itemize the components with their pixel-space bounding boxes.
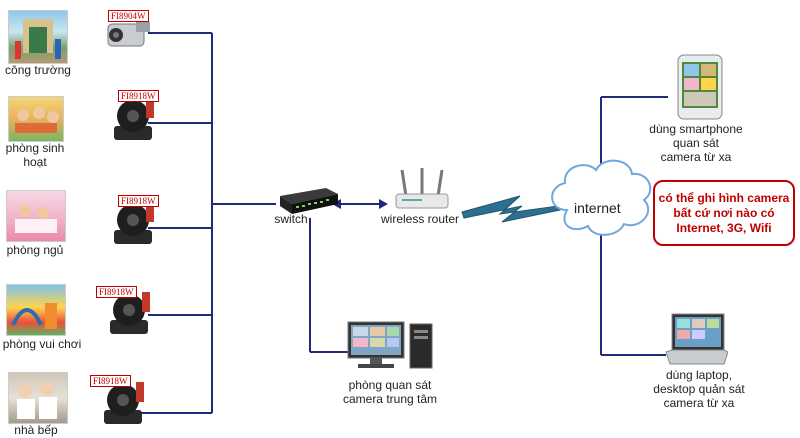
monitor-room-label: phòng quan sát camera trung tâm xyxy=(342,378,438,406)
network-switch-icon xyxy=(276,186,340,221)
router-label: wireless router xyxy=(380,212,460,226)
laptop-icon xyxy=(664,312,729,373)
camera-model-tag: FI8918W xyxy=(90,375,131,387)
smartphone-icon xyxy=(676,54,724,125)
ptz-camera-icon xyxy=(110,96,156,147)
location-label: phòng ngủ xyxy=(6,243,64,257)
photo-construction-site xyxy=(8,10,68,64)
recording-callout: có thể ghi hình camera bất cứ nơi nào có… xyxy=(653,180,795,246)
switch-label: switch xyxy=(274,212,308,226)
internet-label: internet xyxy=(574,200,621,216)
smartphone-label: dùng smartphone quan sát camera từ xa xyxy=(649,122,743,164)
ptz-camera-icon xyxy=(100,380,146,431)
camera-model-tag: FI8918W xyxy=(118,195,159,207)
wireless-bolt xyxy=(461,195,561,223)
photo-living-room xyxy=(8,96,64,142)
photo-kitchen xyxy=(8,372,68,424)
laptop-label: dùng laptop, desktop quản sát camera từ … xyxy=(653,368,745,410)
location-label: công trường xyxy=(5,63,71,77)
location-label: phòng vui chơi xyxy=(2,337,82,351)
arrow-right-head xyxy=(379,199,388,209)
photo-bedroom xyxy=(6,190,66,242)
camera-model-tag: FI8918W xyxy=(96,286,137,298)
wireless-router-icon xyxy=(392,168,452,217)
camera-model-tag: FI8918W xyxy=(118,90,159,102)
bullet-camera-icon xyxy=(106,20,152,59)
location-label: nhà bếp xyxy=(14,423,58,437)
photo-playroom xyxy=(6,284,66,336)
internet-cloud-icon xyxy=(551,159,652,236)
desktop-computer-icon xyxy=(346,320,436,379)
ptz-camera-icon xyxy=(106,290,152,341)
camera-model-tag: FI8904W xyxy=(108,10,149,22)
location-label: phòng sinh hoạt xyxy=(5,141,65,169)
ptz-camera-icon xyxy=(110,200,156,251)
